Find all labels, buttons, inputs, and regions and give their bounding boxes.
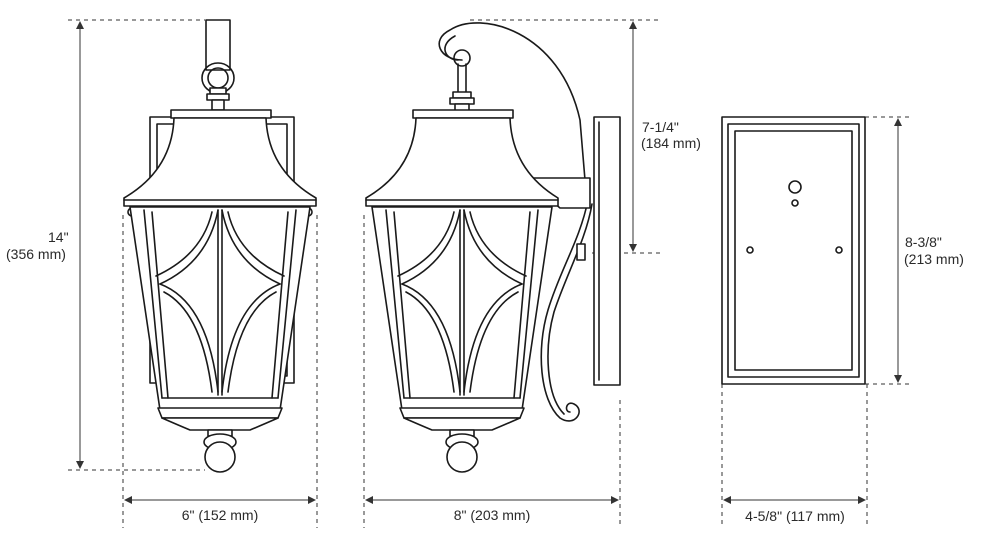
dimension-lines [68,19,912,528]
front-width-label: 6" (152 mm) [182,507,259,523]
wall-plate-view [721,116,866,385]
top-to-mount-mm-label: (184 mm) [641,135,701,151]
height-label: 14" [48,229,69,245]
plate-width-label: 4-5/8" (117 mm) [745,508,845,524]
height-mm-label: (356 mm) [6,246,66,262]
plate-height-mm-label: (213 mm) [904,251,964,267]
side-view-lantern [365,22,621,473]
depth-label: 8" (203 mm) [454,507,531,523]
plate-height-label: 8-3/8" [905,234,942,250]
front-view-lantern [123,19,317,473]
top-to-mount-label: 7-1/4" [642,119,679,135]
